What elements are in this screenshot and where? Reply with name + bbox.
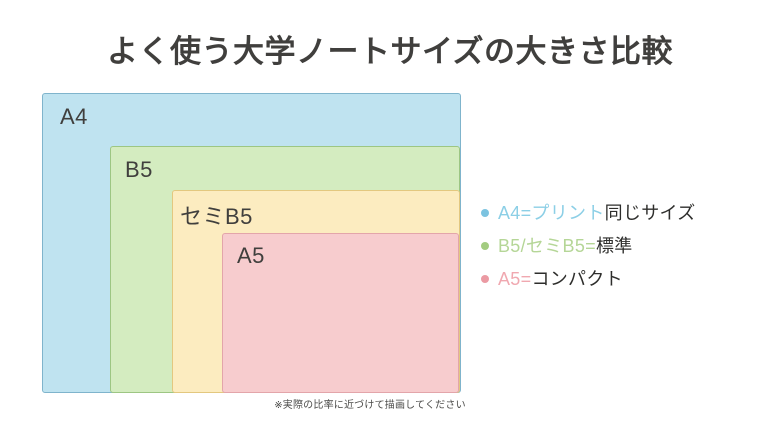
legend-item-a5-key: A5= (498, 268, 532, 289)
legend-item-b5[interactable]: B5/セミB5=標準 (481, 229, 776, 262)
legend-item-a5[interactable]: A5=コンパクト (481, 262, 776, 295)
paper-label-a5: A5 (237, 243, 265, 268)
legend-bullet-icon (481, 274, 489, 283)
legend-item-a4-key: A4=プリント (498, 202, 605, 223)
paper-box-a5[interactable] (222, 233, 459, 393)
legend-item-a4-value: 同じサイズ (604, 202, 696, 223)
legend-bullet-icon (481, 208, 489, 217)
paper-label-a4: A4 (60, 104, 88, 129)
legend-item-a4[interactable]: A4=プリント同じサイズ (481, 196, 776, 229)
diagram-footnote: ※実際の比率に近づけて描画してください (274, 400, 466, 411)
legend-item-b5-value: 標準 (595, 235, 633, 256)
legend-item-a5-value: コンパクト (531, 268, 623, 289)
legend-bullet-icon (481, 241, 489, 250)
paper-label-b5: B5 (125, 157, 153, 182)
page-title: よく使う大学ノートサイズの大きさ比較 (106, 34, 674, 69)
paper-label-semi-b5: セミB5 (180, 204, 253, 229)
legend-item-b5-key: B5/セミB5= (498, 235, 596, 256)
legend: A4=プリント同じサイズ B5/セミB5=標準 A5=コンパクト (481, 196, 776, 295)
